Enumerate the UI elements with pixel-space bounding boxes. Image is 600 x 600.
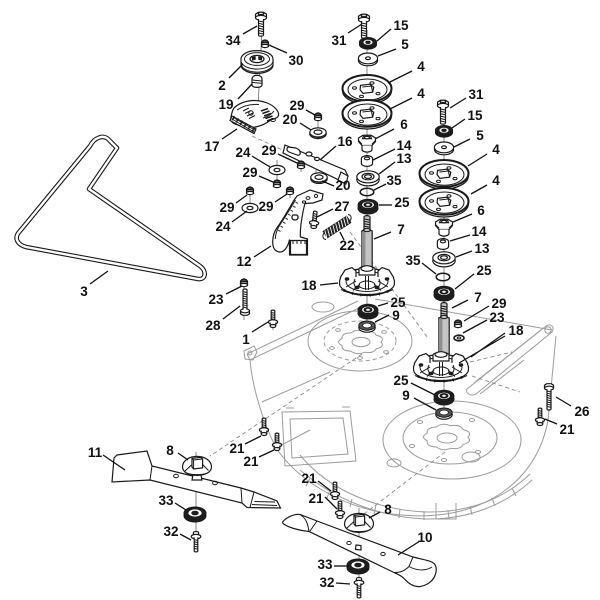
svg-text:3: 3 <box>80 284 88 299</box>
svg-text:29: 29 <box>242 165 257 180</box>
svg-text:4: 4 <box>417 59 425 74</box>
svg-text:22: 22 <box>339 238 354 253</box>
svg-text:34: 34 <box>225 33 241 48</box>
svg-text:18: 18 <box>301 278 317 293</box>
svg-text:4: 4 <box>492 173 500 188</box>
svg-text:21: 21 <box>308 491 324 506</box>
svg-text:2: 2 <box>218 78 226 93</box>
svg-text:8: 8 <box>166 443 174 458</box>
svg-text:9: 9 <box>402 388 410 403</box>
svg-text:29: 29 <box>219 200 234 215</box>
svg-text:30: 30 <box>288 53 303 68</box>
svg-text:14: 14 <box>396 138 412 153</box>
svg-text:5: 5 <box>476 128 484 143</box>
svg-text:25: 25 <box>476 263 492 278</box>
svg-text:14: 14 <box>471 224 487 239</box>
svg-text:32: 32 <box>319 575 334 590</box>
svg-text:21: 21 <box>559 422 575 437</box>
svg-text:25: 25 <box>393 373 409 388</box>
svg-text:35: 35 <box>386 173 402 188</box>
svg-text:9: 9 <box>392 308 400 323</box>
svg-text:28: 28 <box>205 318 221 333</box>
svg-text:25: 25 <box>390 295 406 310</box>
svg-text:18: 18 <box>508 323 524 338</box>
svg-text:7: 7 <box>397 222 405 237</box>
svg-text:13: 13 <box>474 241 490 256</box>
svg-text:21: 21 <box>229 441 245 456</box>
svg-text:13: 13 <box>396 151 412 166</box>
svg-text:35: 35 <box>405 253 421 268</box>
svg-text:29: 29 <box>289 98 304 113</box>
svg-text:5: 5 <box>401 37 409 52</box>
svg-text:31: 31 <box>331 33 347 48</box>
svg-text:6: 6 <box>400 117 408 132</box>
svg-text:24: 24 <box>235 145 251 160</box>
svg-text:33: 33 <box>158 493 174 508</box>
svg-text:10: 10 <box>417 530 432 545</box>
svg-text:29: 29 <box>258 199 273 214</box>
svg-text:11: 11 <box>88 445 103 460</box>
svg-text:23: 23 <box>208 292 224 307</box>
svg-text:1: 1 <box>242 332 250 347</box>
svg-text:21: 21 <box>243 454 259 469</box>
svg-text:15: 15 <box>393 18 409 33</box>
svg-text:20: 20 <box>335 178 350 193</box>
svg-text:12: 12 <box>236 254 251 269</box>
svg-text:20: 20 <box>282 112 297 127</box>
svg-text:4: 4 <box>417 86 425 101</box>
svg-text:7: 7 <box>474 290 482 305</box>
svg-text:19: 19 <box>218 97 233 112</box>
svg-text:8: 8 <box>384 502 392 517</box>
svg-text:26: 26 <box>574 404 590 419</box>
svg-text:25: 25 <box>394 195 410 210</box>
svg-text:32: 32 <box>163 524 178 539</box>
svg-text:4: 4 <box>492 142 500 157</box>
svg-text:24: 24 <box>215 219 231 234</box>
svg-text:16: 16 <box>337 134 353 149</box>
svg-text:21: 21 <box>301 471 317 486</box>
svg-text:29: 29 <box>491 296 506 311</box>
svg-text:29: 29 <box>261 143 276 158</box>
svg-text:31: 31 <box>468 87 484 102</box>
svg-text:6: 6 <box>477 203 485 218</box>
svg-text:33: 33 <box>317 557 333 572</box>
svg-text:17: 17 <box>204 139 219 154</box>
svg-text:15: 15 <box>467 108 483 123</box>
svg-text:23: 23 <box>489 310 505 325</box>
svg-text:27: 27 <box>334 199 349 214</box>
